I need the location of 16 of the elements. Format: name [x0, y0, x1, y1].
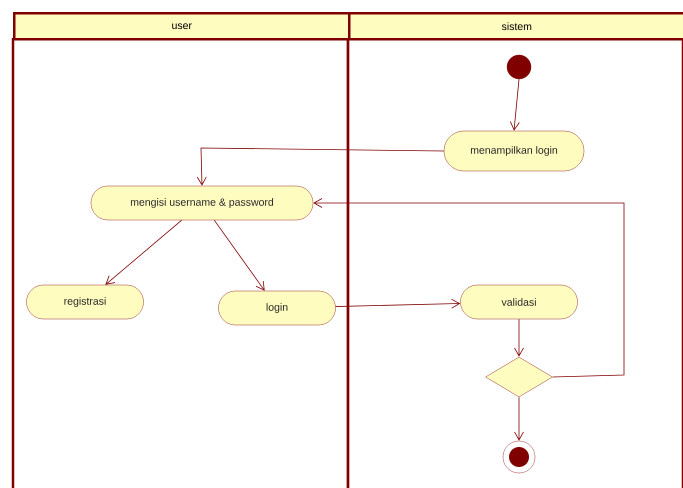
arrow — [313, 198, 624, 378]
start-node — [506, 54, 532, 80]
activity-box: validasi — [460, 284, 578, 320]
activity-box: login — [218, 290, 336, 326]
arrow — [196, 148, 444, 186]
arrow — [335, 298, 460, 309]
decision-diamond — [485, 356, 553, 398]
activity-box: mengisi username & password — [90, 186, 314, 220]
end-node — [502, 440, 536, 474]
activity-box: registrasi — [26, 284, 144, 320]
arrow — [105, 220, 182, 285]
arrow — [514, 396, 524, 441]
activity-box: menampilkan login — [444, 130, 584, 172]
arrow — [510, 78, 520, 131]
arrow — [214, 220, 265, 291]
arrow — [514, 318, 524, 357]
